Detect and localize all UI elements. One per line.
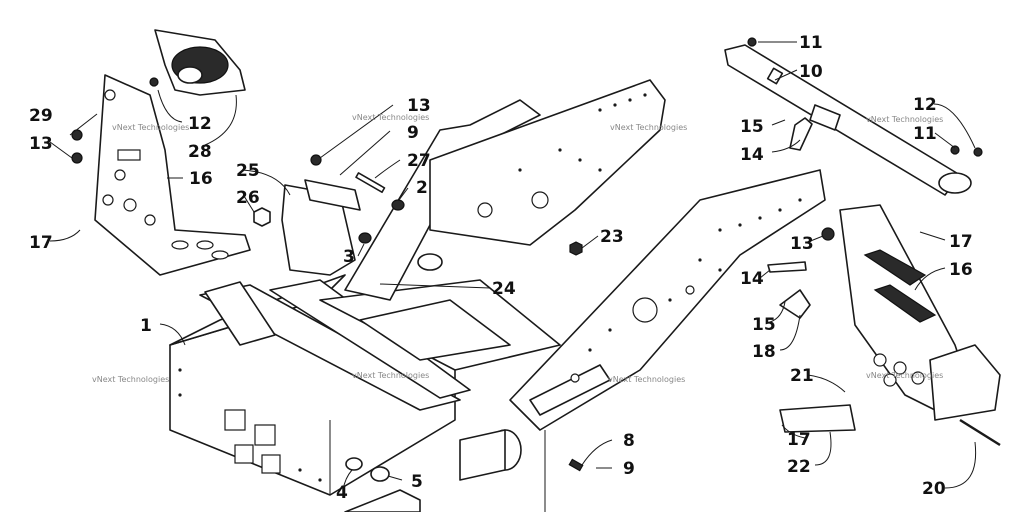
strap-14-lower [767,261,807,273]
bolt-11-right [950,145,960,155]
callout-27: 27 [407,151,431,171]
callout-24: 24 [492,279,516,299]
bushing-3 [358,232,372,244]
bushing-2 [391,199,405,211]
watermark-text: vNext Technologies [866,115,943,124]
callout-4: 4 [336,483,348,503]
callout-29: 29 [29,106,53,126]
nut-23 [569,241,583,256]
callout-18: 18 [752,342,776,362]
callout-21: 21 [790,366,814,386]
bolt-29 [71,129,83,141]
bolt-11-top [747,37,757,47]
lower-plate [344,489,421,512]
callout-5: 5 [411,472,423,492]
callout-14-upper: 14 [740,145,764,165]
wedge-18 [779,289,811,319]
callout-12-left: 12 [188,114,212,134]
right-side-panel [839,204,1001,421]
watermark-text: vNext Technologies [92,375,169,384]
callout-10: 10 [799,62,823,82]
callout-25: 25 [236,161,260,181]
callout-15-lower: 15 [752,315,776,335]
callout-8: 8 [623,431,635,451]
callout-11-top: 11 [799,33,823,53]
leader-lines [49,41,977,512]
callout-15-upper: 15 [740,117,764,137]
callout-13-top: 13 [407,96,431,116]
callout-13-right: 13 [790,234,814,254]
chassis-frame [169,79,826,496]
washer-5 [370,466,390,482]
callout-14-lower: 14 [740,269,764,289]
clip-8 [568,458,584,472]
callout-1: 1 [140,316,152,336]
gauge-housing [154,29,246,96]
callout-2: 2 [416,178,428,198]
watermarks: vNext Technologies vNext Technologies vN… [92,113,943,384]
nut-26 [253,207,271,227]
callout-20: 20 [922,479,946,499]
bolt-12-right [973,147,983,157]
callout-17-right: 17 [949,232,973,252]
strap-14-upper [789,117,813,151]
watermark-text: vNext Technologies [352,113,429,122]
nut-13-top [310,154,322,166]
callout-17-lower: 17 [787,430,811,450]
washer-4 [345,457,363,471]
callout-26: 26 [236,188,260,208]
watermark-text: vNext Technologies [352,371,429,380]
nut-13-right [821,227,835,241]
watermark-text: vNext Technologies [610,123,687,132]
watermark-text: vNext Technologies [112,123,189,132]
callout-11-right: 11 [913,124,937,144]
bolt-12-left [149,77,159,87]
left-side-panel [94,74,251,276]
nut-13-left [71,152,83,164]
watermark-text: vNext Technologies [608,375,685,384]
callout-22: 22 [787,457,811,477]
callout-12-right: 12 [913,95,937,115]
callout-9-upper: 9 [407,123,419,143]
callout-3: 3 [343,247,355,267]
hinge-22 [779,404,856,433]
callout-23: 23 [600,227,624,247]
steering-post [724,44,972,196]
callout-28: 28 [188,142,212,162]
callout-17-left: 17 [29,233,53,253]
callout-16-right: 16 [949,260,973,280]
callout-16-left: 16 [189,169,213,189]
callout-13-left: 13 [29,134,53,154]
watermark-text: vNext Technologies [866,371,943,380]
stud-27 [355,172,386,194]
callout-9-lower: 9 [623,459,635,479]
callouts: 1 2 3 4 5 8 9 9 10 11 11 12 12 13 13 13 … [29,33,973,503]
